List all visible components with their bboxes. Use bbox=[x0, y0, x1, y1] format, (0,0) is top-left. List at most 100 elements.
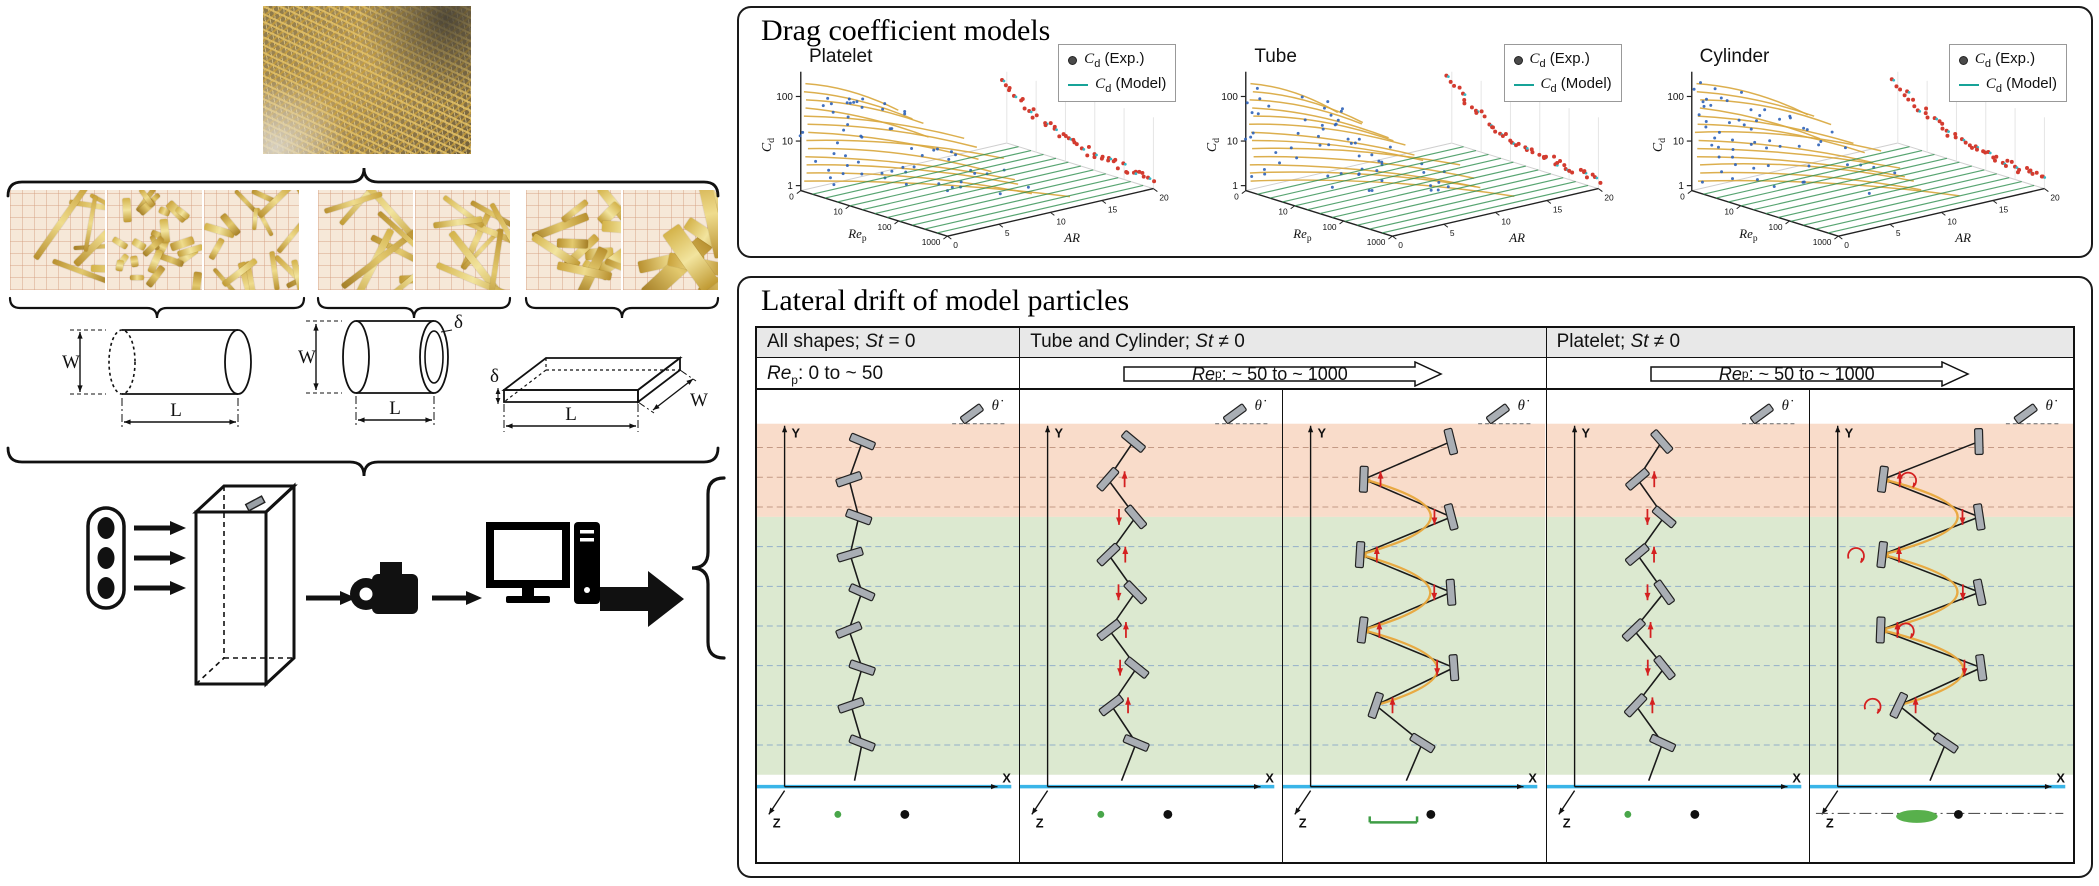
brace-group-tube bbox=[316, 296, 512, 319]
svg-text:0: 0 bbox=[953, 240, 958, 250]
svg-text:W: W bbox=[690, 390, 708, 411]
micrograph-image bbox=[526, 190, 621, 290]
svg-text:100: 100 bbox=[1222, 92, 1239, 103]
brace-group-platelet bbox=[524, 296, 720, 319]
plot-legend: Cd (Exp.) Cd (Model) bbox=[1058, 44, 1177, 102]
svg-text:X: X bbox=[1266, 771, 1275, 786]
svg-text:10: 10 bbox=[1502, 216, 1512, 226]
micrograph-image bbox=[204, 190, 299, 290]
svg-text:Cd: Cd bbox=[1204, 138, 1222, 152]
svg-text:0: 0 bbox=[1680, 192, 1685, 202]
svg-text:X: X bbox=[1792, 771, 1801, 786]
micrograph-image bbox=[10, 190, 105, 290]
svg-text:10: 10 bbox=[833, 207, 843, 217]
svg-text:100: 100 bbox=[776, 92, 793, 103]
drift-diagram-platelet-a: Y X Zθ̇ bbox=[1546, 390, 1810, 862]
big-arrow-icon bbox=[600, 571, 684, 627]
svg-text:Rep: Rep bbox=[1293, 227, 1313, 244]
svg-text:1: 1 bbox=[1233, 181, 1239, 192]
svg-text:10: 10 bbox=[1724, 207, 1734, 217]
svg-text:X: X bbox=[2056, 771, 2065, 786]
drift-header-row: All shapes; St = 0 Tube and Cylinder; St… bbox=[757, 328, 2073, 358]
svg-text:1000: 1000 bbox=[922, 237, 941, 247]
plot-title: Platelet bbox=[809, 46, 873, 67]
experiment-flow bbox=[86, 476, 726, 688]
brace-shapes-to-flow bbox=[6, 446, 720, 477]
svg-text:Z: Z bbox=[1562, 815, 1570, 830]
svg-text:θ̇: θ̇ bbox=[1781, 398, 1793, 414]
svg-text:Rep: Rep bbox=[1738, 227, 1758, 244]
svg-text:δ: δ bbox=[454, 312, 463, 333]
svg-text:Cd: Cd bbox=[1650, 138, 1668, 152]
svg-text:Z: Z bbox=[1036, 815, 1044, 830]
svg-text:100: 100 bbox=[1667, 92, 1684, 103]
svg-text:10: 10 bbox=[1056, 216, 1066, 226]
platelet-schematic: δL W bbox=[490, 356, 708, 432]
svg-text:100: 100 bbox=[1768, 222, 1782, 232]
svg-text:1000: 1000 bbox=[1367, 237, 1386, 247]
svg-text:5: 5 bbox=[1005, 228, 1010, 238]
svg-text:Rep: Rep bbox=[847, 227, 867, 244]
svg-text:1000: 1000 bbox=[1812, 237, 1831, 247]
svg-text:20: 20 bbox=[1605, 192, 1615, 202]
svg-text:W: W bbox=[62, 352, 80, 373]
banner-arrow-shape bbox=[1650, 361, 1970, 387]
plot-legend: Cd (Exp.) Cd (Model) bbox=[1503, 44, 1622, 102]
exp-marker-icon bbox=[1958, 55, 1968, 65]
camera-icon bbox=[350, 562, 418, 614]
micrograph-image bbox=[623, 190, 718, 290]
svg-text:1: 1 bbox=[1678, 181, 1684, 192]
header-tube-cylinder: Tube and Cylinder; St ≠ 0 bbox=[1020, 328, 1547, 357]
svg-text:100: 100 bbox=[1323, 222, 1337, 232]
svg-text:Y: Y bbox=[1055, 426, 1064, 441]
svg-text:15: 15 bbox=[1108, 204, 1118, 214]
tube-schematic: WδL bbox=[298, 312, 463, 426]
svg-text:0: 0 bbox=[1844, 240, 1849, 250]
svg-text:X: X bbox=[1002, 771, 1011, 786]
straw-sample-photo bbox=[263, 6, 471, 154]
distribution-brace bbox=[691, 476, 726, 660]
grouping-braces bbox=[6, 167, 720, 477]
svg-text:5: 5 bbox=[1895, 228, 1900, 238]
svg-text:Z: Z bbox=[1826, 815, 1834, 830]
svg-text:10: 10 bbox=[1279, 207, 1289, 217]
svg-text:Y: Y bbox=[1318, 426, 1327, 441]
drift-table: All shapes; St = 0 Tube and Cylinder; St… bbox=[755, 326, 2075, 864]
re-range-low: Rep: 0 to ~ 50 bbox=[757, 358, 1021, 388]
svg-text:10: 10 bbox=[782, 137, 794, 148]
plot-title: Cylinder bbox=[1699, 46, 1770, 67]
svg-text:20: 20 bbox=[2050, 192, 2060, 202]
svg-text:10: 10 bbox=[1947, 216, 1957, 226]
model-line-icon bbox=[1958, 84, 1979, 87]
svg-text:Y: Y bbox=[1581, 426, 1590, 441]
banner-arrow-shape bbox=[1123, 361, 1443, 387]
header-all-shapes: All shapes; St = 0 bbox=[757, 328, 1021, 357]
svg-text:δ: δ bbox=[490, 366, 499, 387]
svg-text:20: 20 bbox=[1159, 192, 1169, 202]
drag-panel-title: Drag coefficient models bbox=[761, 14, 1051, 47]
svg-text:θ̇: θ̇ bbox=[1518, 398, 1530, 414]
svg-text:L: L bbox=[389, 398, 401, 419]
brace-photo-to-images bbox=[6, 167, 720, 198]
computer-icon bbox=[486, 522, 600, 604]
svg-text:L: L bbox=[565, 404, 577, 425]
svg-text:15: 15 bbox=[1999, 204, 2009, 214]
flow-arrow-icon bbox=[306, 591, 356, 605]
svg-text:Z: Z bbox=[1299, 815, 1307, 830]
cylinder-schematic: WL bbox=[62, 329, 252, 428]
model-line-icon bbox=[1068, 84, 1089, 87]
